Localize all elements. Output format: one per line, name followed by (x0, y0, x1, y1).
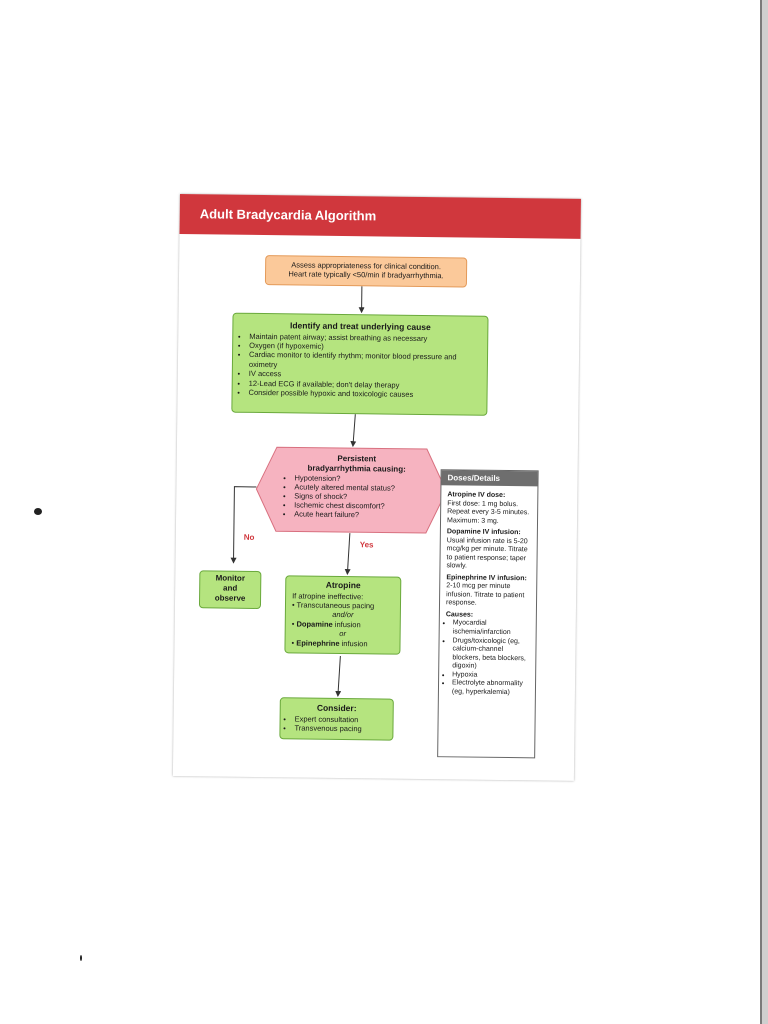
algorithm-card: Adult Bradycardia Algorithm Assess appro… (172, 194, 581, 781)
atropine-box: Atropine If atropine ineffective: • Tran… (284, 575, 402, 655)
cause-item: Drugs/toxicologic (eg, calcium-channel b… (452, 637, 529, 672)
arrow-atropine-to-consider (335, 655, 342, 697)
consider-title: Consider: (316, 702, 357, 714)
atropine-epinephrine-row: • Epinephrine infusion (291, 637, 368, 648)
dust-speck (80, 955, 82, 961)
doses-header: Doses/Details (441, 470, 538, 487)
identify-box: Identify and treat underlying cause Main… (231, 312, 489, 416)
assess-box: Assess appropriateness for clinical cond… (264, 255, 468, 288)
dust-speck (34, 508, 42, 515)
monitor-box: Monitor and observe (198, 570, 262, 610)
persistent-decision: Persistent bradyarrhythmia causing: Hypo… (286, 453, 427, 520)
assess-line-2: Heart rate typically <50/min if bradyarr… (288, 269, 444, 281)
doses-atropine-text: First dose: 1 mg bolus. Repeat every 3-5… (446, 499, 530, 525)
atropine-epinephrine-bold: Epinephrine (296, 637, 340, 648)
persistent-item: Acute heart failure? (294, 509, 426, 520)
cause-item: Myocardial ischemia/infarction (453, 620, 530, 638)
scan-edge (762, 0, 768, 1024)
doses-panel: Doses/Details Atropine IV dose: First do… (437, 469, 539, 759)
atropine-dopamine-bold: Dopamine (296, 619, 333, 629)
identify-item: Consider possible hypoxic and toxicologi… (249, 388, 479, 400)
identify-list: Maintain patent airway; assist breathing… (241, 331, 480, 400)
arrow-no (230, 486, 257, 564)
atropine-epinephrine-rest: infusion (339, 638, 368, 648)
arrow-yes (344, 533, 351, 576)
flow-arrows (230, 286, 447, 697)
atropine-pacing: Transcutaneous pacing (296, 600, 375, 611)
persistent-hexagon-shape (255, 446, 447, 534)
monitor-line-3: observe (214, 593, 246, 603)
persistent-list: Hypotension? Acutely altered mental stat… (286, 473, 427, 520)
causes-list: Myocardial ischemia/infarction Drugs/tox… (445, 620, 530, 698)
doses-body: Atropine IV dose: First dose: 1 mg bolus… (439, 485, 538, 700)
doses-epinephrine-text: 2-10 mcg per minute infusion. Titrate to… (445, 582, 525, 608)
consider-box: Consider: Expert consultation Transvenou… (279, 697, 394, 741)
doses-dopamine-text: Usual infusion rate is 5-20 mcg/kg per m… (446, 536, 528, 570)
arrow-identify-to-persistent (350, 414, 357, 448)
scan-edge-line (760, 0, 762, 1024)
consider-list: Expert consultation Transvenous pacing (286, 714, 386, 734)
cause-item: Electrolyte abnormality (eg, hyperkalemi… (452, 680, 529, 698)
atropine-title: Atropine (325, 579, 361, 591)
no-label: No (243, 532, 255, 542)
consider-item: Transvenous pacing (294, 723, 386, 733)
yes-label: Yes (359, 540, 374, 550)
atropine-dopamine-rest: infusion (332, 619, 361, 629)
doses-atropine-heading: Atropine IV dose: (447, 491, 506, 499)
